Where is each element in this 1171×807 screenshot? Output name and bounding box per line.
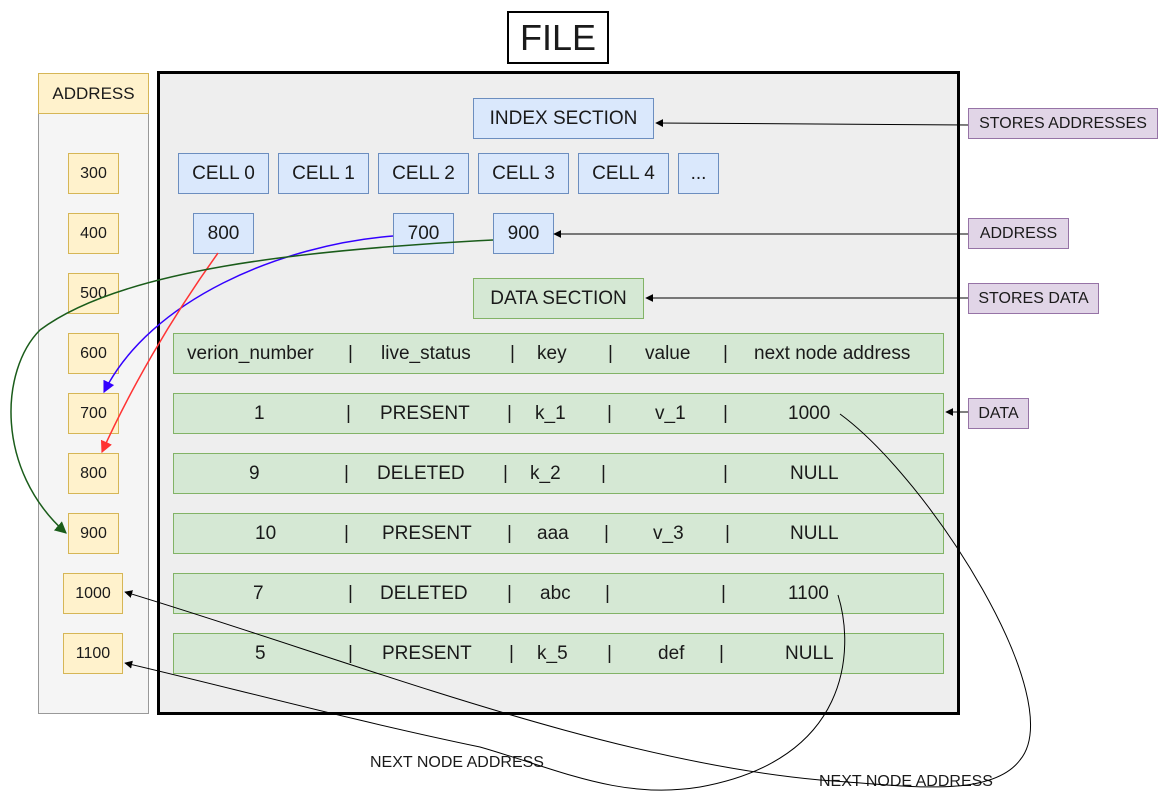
header-sep: | — [510, 343, 515, 364]
annotation-address: ADDRESS — [968, 218, 1069, 249]
pointer-cell-800: 800 — [193, 213, 254, 254]
annotation-data: DATA — [968, 398, 1029, 429]
address-cell-400: 400 — [68, 213, 119, 254]
address-cell-1000: 1000 — [63, 573, 123, 614]
cell-sep: | — [605, 583, 610, 604]
cell-key: k_1 — [535, 403, 566, 424]
cell-sep: | — [344, 523, 349, 544]
cell-value: def — [658, 643, 685, 664]
cell-live-status: DELETED — [377, 463, 465, 484]
cell-version: 9 — [249, 463, 260, 484]
cell-sep: | — [601, 463, 606, 484]
cell-sep: | — [344, 463, 349, 484]
address-cell-1100: 1100 — [63, 633, 123, 674]
cell-sep: | — [507, 403, 512, 424]
address-cell-800: 800 — [68, 453, 119, 494]
cell-sep: | — [721, 583, 726, 604]
cell-sep: | — [604, 523, 609, 544]
header-key: key — [537, 343, 567, 364]
cell-sep: | — [607, 403, 612, 424]
index-cell-3: CELL 3 — [478, 153, 569, 194]
annotation-stores-data: STORES DATA — [968, 283, 1099, 314]
cell-sep: | — [507, 523, 512, 544]
header-next-node-address: next node address — [754, 343, 911, 364]
cell-next-node-address: 1000 — [788, 403, 831, 424]
pointer-cell-900: 900 — [493, 213, 554, 254]
data-row-4: 7 | DELETED | abc | | 1100 — [173, 573, 944, 614]
cell-next-node-address: NULL — [790, 523, 839, 544]
cell-version: 10 — [255, 523, 277, 544]
cell-live-status: PRESENT — [380, 403, 470, 424]
header-sep: | — [348, 343, 353, 364]
cell-live-status: DELETED — [380, 583, 468, 604]
cell-live-status: PRESENT — [382, 643, 472, 664]
cell-key: aaa — [537, 523, 569, 544]
cell-sep: | — [507, 583, 512, 604]
index-cell-2: CELL 2 — [378, 153, 469, 194]
cell-sep: | — [607, 643, 612, 664]
cell-next-node-address: NULL — [790, 463, 839, 484]
cell-key: k_2 — [530, 463, 561, 484]
cell-sep: | — [509, 643, 514, 664]
cell-value: v_3 — [653, 523, 684, 544]
header-version: verion_number — [187, 343, 314, 364]
cell-version: 7 — [253, 583, 264, 604]
pointer-cell-700: 700 — [393, 213, 454, 254]
address-cell-700: 700 — [68, 393, 119, 434]
data-header-row: verion_number | live_status | key | valu… — [173, 333, 944, 374]
cell-key: k_5 — [537, 643, 568, 664]
address-cell-600: 600 — [68, 333, 119, 374]
index-section-label: INDEX SECTION — [473, 98, 654, 139]
label-next-node-address-1: NEXT NODE ADDRESS — [370, 754, 544, 771]
data-row-2: 9 | DELETED | k_2 | | NULL — [173, 453, 944, 494]
header-sep: | — [608, 343, 613, 364]
address-cell-300: 300 — [68, 153, 119, 194]
cell-next-node-address: NULL — [785, 643, 834, 664]
address-cell-900: 900 — [68, 513, 119, 554]
label-next-node-address-2: NEXT NODE ADDRESS — [819, 773, 993, 790]
address-cell-500: 500 — [68, 273, 119, 314]
cell-sep: | — [723, 403, 728, 424]
cell-sep: | — [348, 643, 353, 664]
cell-key: abc — [540, 583, 571, 604]
cell-value: v_1 — [655, 403, 686, 424]
header-value: value — [645, 343, 691, 364]
cell-next-node-address: 1100 — [788, 583, 829, 604]
index-cell-1: CELL 1 — [278, 153, 369, 194]
data-section-label: DATA SECTION — [473, 278, 644, 319]
annotation-stores-addresses: STORES ADDRESSES — [968, 108, 1158, 139]
header-sep: | — [723, 343, 728, 364]
cell-version: 1 — [254, 403, 265, 424]
index-cell-0: CELL 0 — [178, 153, 269, 194]
file-title: FILE — [507, 11, 609, 64]
header-live-status: live_status — [381, 343, 471, 364]
cell-sep: | — [503, 463, 508, 484]
index-cell-more: ... — [678, 153, 719, 194]
cell-sep: | — [723, 463, 728, 484]
cell-sep: | — [725, 523, 730, 544]
address-column-header: ADDRESS — [38, 73, 149, 114]
cell-live-status: PRESENT — [382, 523, 472, 544]
data-row-1: 1 | PRESENT | k_1 | v_1 | 1000 — [173, 393, 944, 434]
cell-sep: | — [348, 583, 353, 604]
cell-sep: | — [346, 403, 351, 424]
cell-version: 5 — [255, 643, 266, 664]
data-row-3: 10 | PRESENT | aaa | v_3 | NULL — [173, 513, 944, 554]
index-cell-4: CELL 4 — [578, 153, 669, 194]
cell-sep: | — [719, 643, 724, 664]
data-row-5: 5 | PRESENT | k_5 | def | NULL — [173, 633, 944, 674]
